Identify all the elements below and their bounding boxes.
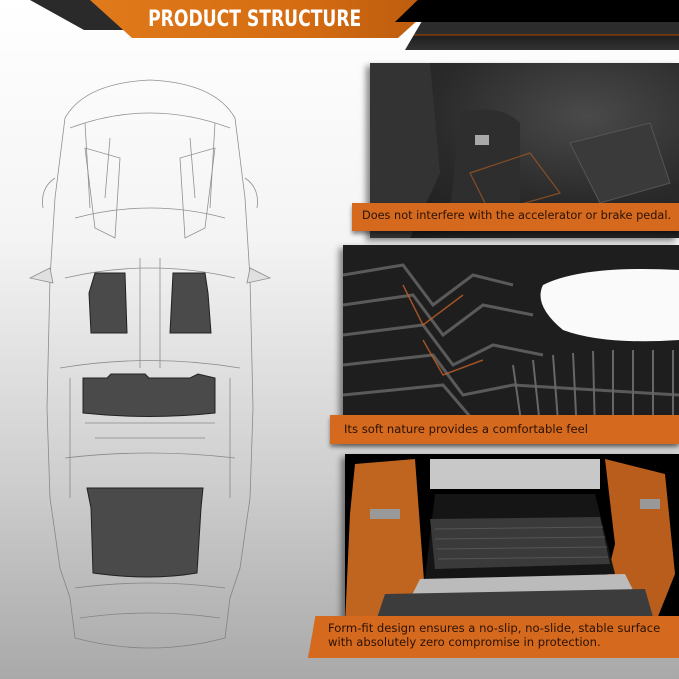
feature-caption-comfort: Its soft nature provides a comfortable f… xyxy=(330,415,679,444)
cargo-mat xyxy=(86,487,204,578)
front-right-mat xyxy=(169,272,212,334)
front-left-mat xyxy=(88,272,128,334)
header-right-decoration xyxy=(395,0,679,22)
second-row-mat xyxy=(82,373,216,417)
page-title: PRODUCT STRUCTURE xyxy=(148,6,362,32)
feature-image-mat-texture xyxy=(343,245,679,440)
header-banner: PRODUCT STRUCTURE xyxy=(90,0,440,38)
header-right-stripe xyxy=(405,22,679,50)
caption-line-2: with absolutely zero compromise in prote… xyxy=(328,635,601,649)
car-wireframe-icon xyxy=(28,79,272,649)
feature-caption-form-fit: Form-fit design ensures a no-slip, no-sl… xyxy=(308,616,679,658)
caption-line-1: Form-fit design ensures a no-slip, no-sl… xyxy=(328,621,661,635)
feature-image-cargo-mat xyxy=(345,454,679,624)
car-wireframe-illustration xyxy=(25,78,275,678)
feature-caption-pedal: Does not interfere with the accelerator … xyxy=(352,203,679,231)
